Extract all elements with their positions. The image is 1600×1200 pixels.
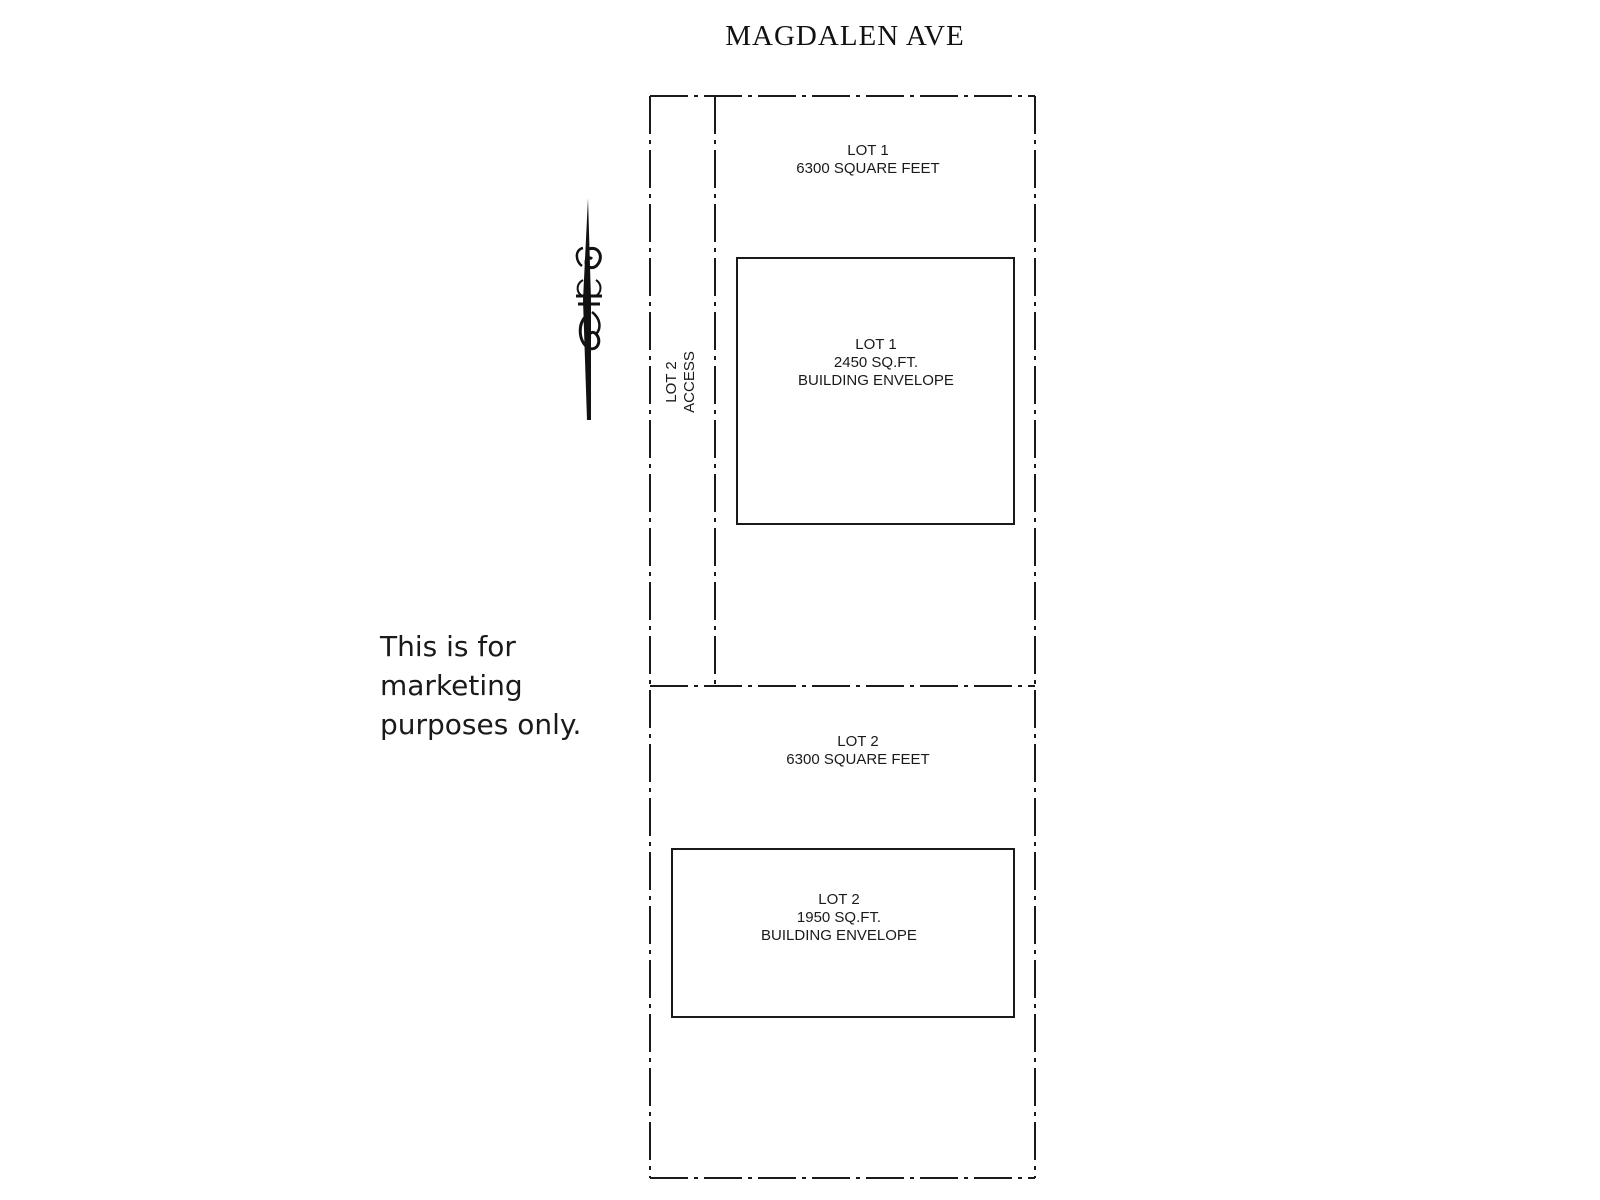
lot-2-name: LOT 2: [837, 733, 878, 750]
lot-1-envelope-name: LOT 1: [855, 336, 896, 353]
lot-1-name: LOT 1: [847, 142, 888, 159]
lot-2-envelope-name: LOT 2: [818, 891, 859, 908]
lot-2-building-envelope: [671, 848, 1015, 1018]
lot-2-label: LOT 2 6300 SQUARE FEET: [786, 733, 929, 768]
access-line-2: ACCESS: [681, 351, 698, 413]
lot-2-area: 6300 SQUARE FEET: [786, 751, 929, 768]
lot-1-label: LOT 1 6300 SQUARE FEET: [796, 142, 939, 177]
lot-2-access-label: LOT 2 ACCESS: [663, 351, 698, 413]
lot-1-building-envelope: [736, 257, 1015, 525]
lot-2-envelope-area: 1950 SQ.FT.: [797, 909, 881, 926]
access-line-1: LOT 2: [663, 361, 680, 402]
lot-2-envelope-text: BUILDING ENVELOPE: [761, 927, 917, 944]
lot-1-area: 6300 SQUARE FEET: [796, 160, 939, 177]
ornate-north-arrow-icon: [575, 198, 602, 420]
lot-2-envelope-label: LOT 2 1950 SQ.FT. BUILDING ENVELOPE: [761, 891, 917, 944]
lot-1-envelope-text: BUILDING ENVELOPE: [798, 372, 954, 389]
lot-boundaries: [649, 95, 1036, 1179]
lot-1-envelope-area: 2450 SQ.FT.: [834, 354, 918, 371]
marketing-disclaimer: This is for marketing purposes only.: [380, 630, 582, 741]
lot-1-envelope-label: LOT 1 2450 SQ.FT. BUILDING ENVELOPE: [798, 336, 954, 389]
street-name: MAGDALEN AVE: [725, 20, 964, 52]
